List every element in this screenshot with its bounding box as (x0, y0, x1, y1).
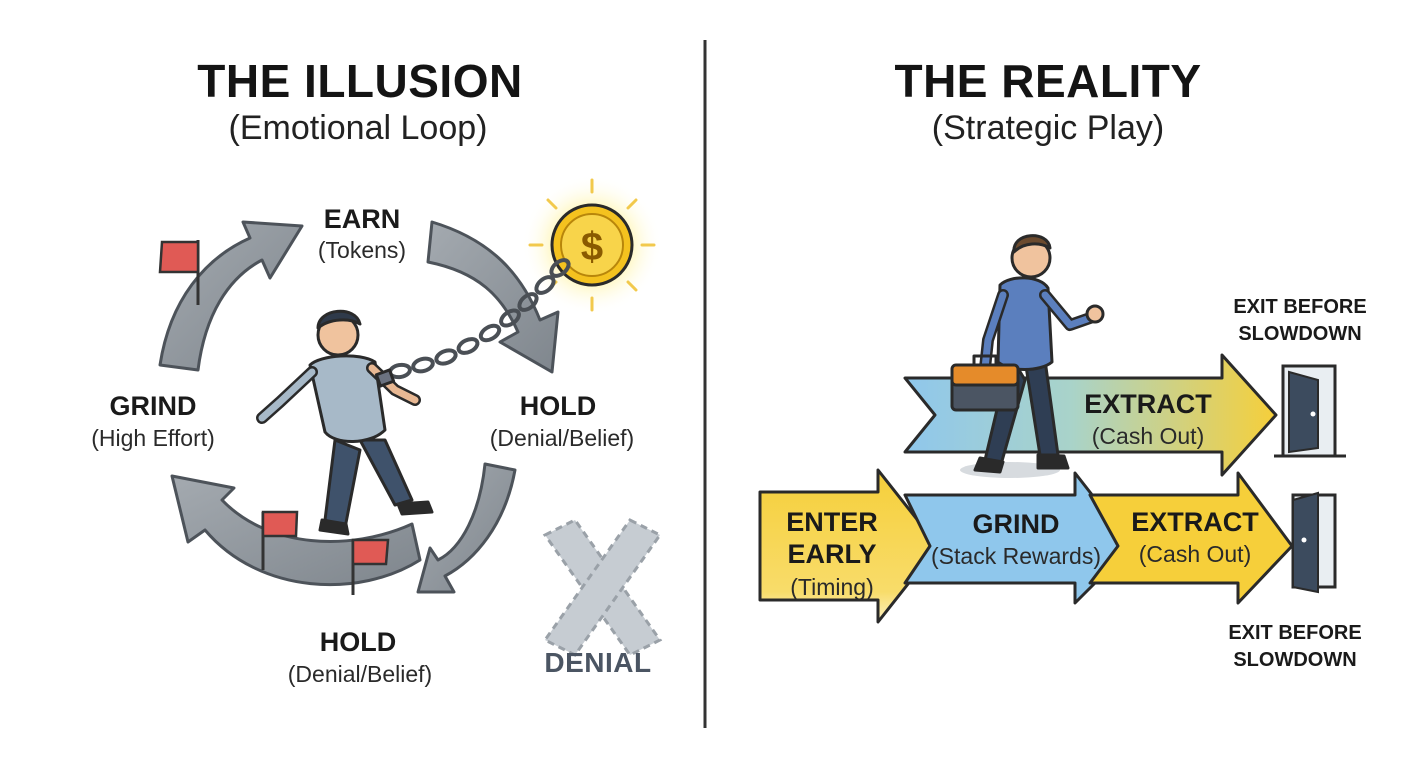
exit-before-slowdown-top: EXIT BEFORE SLOWDOWN (1233, 294, 1366, 348)
extract-top-sublabel: (Cash Out) (1091, 423, 1205, 449)
grind-right-sublabel: (Stack Rewards) (931, 543, 1101, 569)
enter-early-sublabel: (Timing) (790, 574, 874, 600)
hold-bottom-sublabel: (Denial/Belief) (287, 661, 433, 687)
exit-line2: SLOWDOWN (1238, 323, 1362, 345)
hold-right-label: HOLD (519, 391, 597, 421)
grind-right-label: GRIND (972, 509, 1060, 539)
loop-arrow-top-left (158, 220, 304, 372)
exit-before-slowdown-bottom: EXIT BEFORE SLOWDOWN (1228, 620, 1361, 674)
extract-top-label: EXTRACT (1084, 389, 1212, 419)
extract-bottom-label: EXTRACT (1131, 507, 1259, 537)
grind-arrow (903, 471, 1134, 605)
earn-sublabel: (Tokens) (317, 237, 407, 263)
flag-icon (158, 240, 200, 305)
grind-left-label: GRIND (109, 391, 197, 421)
door-icon (1291, 491, 1337, 594)
denial-x-icon (542, 518, 663, 657)
earn-label: EARN (323, 204, 401, 234)
right-title: THE REALITY (894, 55, 1202, 107)
extract-arrow-bottom (1088, 471, 1294, 605)
hold-bottom-label: HOLD (319, 627, 397, 657)
door-icon (1274, 364, 1346, 458)
strategic-person-figure (950, 234, 1105, 478)
extract-bottom-sublabel: (Cash Out) (1138, 541, 1252, 567)
coin-symbol: $ (581, 225, 603, 269)
exit-line1: EXIT BEFORE (1233, 296, 1367, 318)
left-title: THE ILLUSION (197, 55, 523, 107)
loop-arrow-bottom-right (416, 462, 517, 594)
exit-line2: SLOWDOWN (1233, 649, 1357, 671)
left-subtitle: (Emotional Loop) (228, 109, 488, 147)
hold-right-sublabel: (Denial/Belief) (489, 425, 635, 451)
right-subtitle: (Strategic Play) (931, 109, 1165, 147)
loop-arrow-top-right (426, 220, 560, 374)
enter-early-line1: ENTER (786, 507, 878, 537)
exit-line1: EXIT BEFORE (1228, 622, 1362, 644)
dollar-coin-icon: $ (522, 175, 662, 315)
denial-label: DENIAL (544, 647, 652, 678)
flag-icon (351, 538, 390, 595)
enter-early-line2: EARLY (787, 539, 877, 569)
chained-person-figure (256, 309, 434, 536)
flag-icon (261, 510, 299, 570)
grind-left-sublabel: (High Effort) (91, 425, 215, 451)
